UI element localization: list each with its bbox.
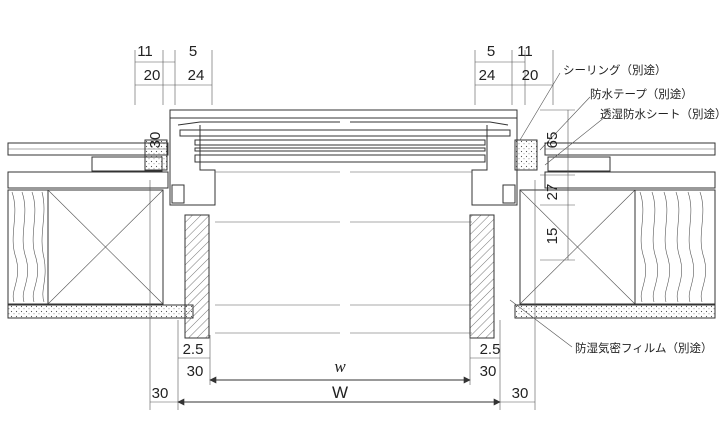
dim-bottom-right-30: 30 [480,363,497,380]
dim-top-left-5: 5 [189,43,197,60]
dim-outer-left-30: 30 [152,385,169,402]
label-vapor-film: 防湿気密フィルム（別途） [575,341,713,355]
dim-top-right-20: 20 [522,67,539,84]
curb-right [469,139,611,339]
skylight-frame [169,109,518,206]
dim-right-27: 27 [544,184,561,201]
roof-layers-right [514,142,716,319]
dim-right-65: 65 [544,132,561,149]
dim-right-15: 15 [544,228,561,245]
dim-side-30: 30 [147,132,164,149]
dimension-lines [135,61,569,406]
dim-top-left-20: 20 [144,67,161,84]
label-waterproof-tape: 防水テープ（別途） [590,87,693,101]
dim-top-right-11: 11 [517,43,533,60]
insulation-left [7,189,164,305]
dim-outer-right-30: 30 [512,385,529,402]
roof-layers-left [7,142,194,319]
dim-outer-W: W [332,383,348,402]
extension-lines [134,50,575,410]
dim-top-left-24: 24 [188,67,205,84]
dim-bottom-right-2-5: 2.5 [480,341,501,358]
dim-bottom-left-2-5: 2.5 [183,341,204,358]
label-sealing: シーリング（別途） [563,63,667,77]
insulation-right [519,189,716,305]
dim-top-left-11: 11 [137,43,153,60]
curb-left [91,139,210,339]
dim-top-right-24: 24 [479,67,496,84]
dim-inner-w: w [334,357,346,376]
label-breathable-sheet: 透湿防水シート（別途） [600,107,720,121]
dim-top-right-5: 5 [487,43,495,60]
dim-bottom-left-30: 30 [187,363,204,380]
leader-lines [509,72,606,348]
interior-lines [215,171,472,334]
